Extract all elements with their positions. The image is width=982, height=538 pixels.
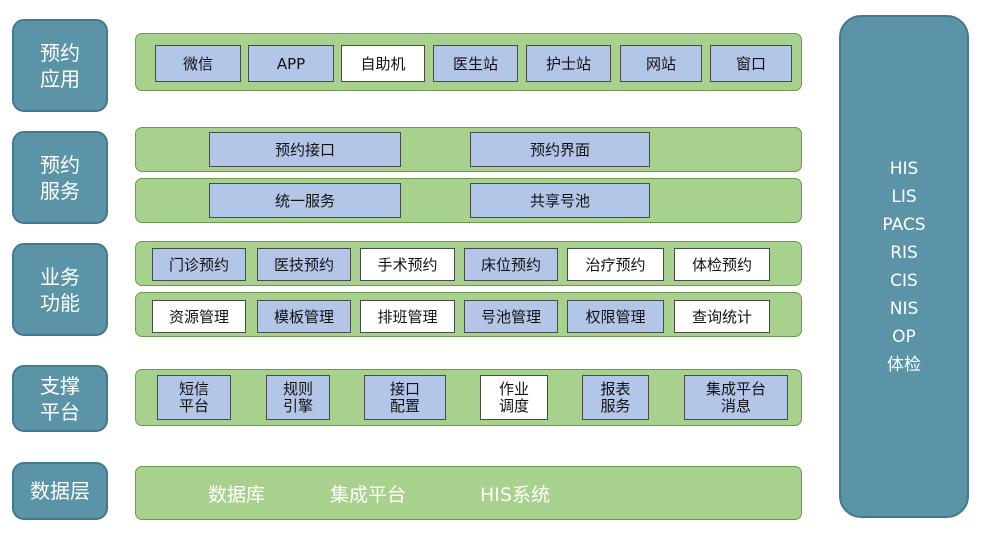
system-checkup: 体检 [887,354,921,375]
system-pacs: PACS [882,214,926,235]
layer-label-function: 业务 功能 [12,243,108,336]
function-box-bed: 床位预约 [464,248,558,281]
app-box-window: 窗口 [710,45,792,82]
app-box-nurse: 护士站 [526,45,611,82]
function-box-permission: 权限管理 [567,300,664,333]
system-his: HIS [889,158,919,179]
function-box-template: 模板管理 [257,300,351,333]
data-item-integration: 集成平台 [330,483,407,506]
system-nis: NIS [889,298,919,319]
system-lis: LIS [891,186,917,207]
support-box-jobs: 作业 调度 [480,375,548,420]
function-box-checkup: 体检预约 [674,248,770,281]
app-box-website: 网站 [620,45,702,82]
systems-panel: HIS LIS PACS RIS CIS NIS OP 体检 [839,15,969,518]
support-box-rules: 规则 引擎 [266,375,330,420]
app-box-doctor: 医生站 [433,45,518,82]
function-box-treatment: 治疗预约 [567,248,664,281]
service-box-unified: 统一服务 [209,183,401,218]
data-item-database: 数据库 [208,483,266,506]
layer-label-data: 数据层 [12,462,108,520]
system-op: OP [892,326,916,347]
app-box-wechat: 微信 [155,45,241,82]
function-box-medtech: 医技预约 [257,248,351,281]
function-box-poolmgmt: 号池管理 [464,300,558,333]
function-box-schedule: 排班管理 [360,300,455,333]
system-ris: RIS [890,242,918,263]
layer-label-app: 预约 应用 [12,19,108,112]
function-box-resource: 资源管理 [152,300,246,333]
function-box-outpatient: 门诊预约 [152,248,246,281]
function-box-query: 查询统计 [674,300,770,333]
support-box-sms: 短信 平台 [157,375,231,420]
layer-label-service: 预约 服务 [12,131,108,224]
app-box-kiosk: 自助机 [341,45,425,82]
system-cis: CIS [890,270,918,291]
function-box-surgery: 手术预约 [360,248,455,281]
service-box-pool: 共享号池 [470,183,650,218]
systems-list: HIS LIS PACS RIS CIS NIS OP 体检 [882,155,925,379]
data-item-his: HIS系统 [480,483,550,506]
data-band [135,466,802,520]
support-box-report: 报表 服务 [582,375,649,420]
layer-label-support: 支撑 平台 [12,365,108,432]
support-box-config: 接口 配置 [364,375,446,420]
support-box-integration: 集成平台 消息 [684,375,788,420]
app-box-app: APP [248,45,334,82]
service-box-ui: 预约界面 [470,132,650,167]
service-box-interface: 预约接口 [209,132,401,167]
